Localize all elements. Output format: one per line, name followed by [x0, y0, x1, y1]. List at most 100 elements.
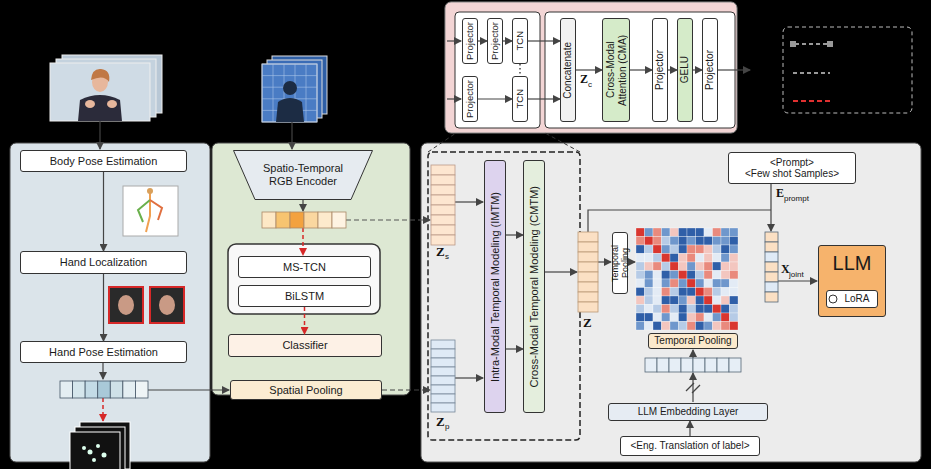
projector-box: Projector — [462, 76, 478, 122]
connector — [528, 98, 560, 99]
grid-line — [306, 64, 307, 122]
inset-box — [545, 12, 735, 128]
flow-arrow — [455, 201, 483, 202]
feature-cell — [717, 358, 729, 372]
feature-cell — [135, 381, 148, 398]
feature-cell — [693, 358, 705, 372]
flow-arrow — [778, 280, 817, 281]
trapezoid-shape — [234, 151, 373, 200]
feature-cell — [431, 225, 455, 235]
hand-shape — [118, 295, 134, 315]
heatmap-cell — [721, 279, 730, 288]
connector — [506, 348, 523, 349]
flow-arrow — [102, 363, 103, 379]
flow-arrow — [545, 271, 577, 272]
llm-box: LLMLoRA — [818, 245, 886, 317]
heatmap-cell — [721, 322, 730, 331]
heatmap-cell — [662, 296, 671, 305]
heatmap-cell — [696, 245, 705, 254]
inset-panel — [445, 2, 737, 133]
subscript-label: joint — [789, 270, 804, 279]
zoom-line — [545, 133, 580, 152]
node-text: Intra-Modal Temporal Modeling (IMTM) — [489, 192, 502, 382]
heatmap-cell — [636, 305, 645, 314]
feature-cell — [431, 215, 455, 225]
heatmap-cell — [687, 262, 696, 271]
rgb-grid — [262, 64, 317, 122]
heatmap-cell — [645, 254, 654, 263]
heatmap-cell — [687, 296, 696, 305]
heatmap-cell — [721, 237, 730, 246]
heatmap-cell — [645, 271, 654, 280]
break-mark — [686, 383, 694, 391]
heatmap-cell — [636, 288, 645, 297]
heatmap-cell — [645, 305, 654, 314]
heatmap-cell — [645, 228, 654, 237]
feature-cell — [765, 282, 778, 292]
heatmap-cell — [704, 288, 713, 297]
feature-cell — [85, 381, 98, 398]
subscript-label: c — [588, 80, 592, 89]
grid-line — [273, 64, 274, 122]
heatmap-cell — [670, 262, 679, 271]
heatmap-cell — [721, 296, 730, 305]
feature-cell — [431, 376, 455, 385]
feature-cell — [123, 381, 136, 398]
feature-cell — [578, 242, 598, 252]
hand-shape — [159, 295, 175, 315]
heatmap-cell — [636, 262, 645, 271]
heatmap-cell — [730, 305, 739, 314]
heatmap-cell — [696, 296, 705, 305]
heatmap-cell — [696, 305, 705, 314]
feature-cell — [578, 282, 598, 292]
heatmap-cell — [713, 322, 722, 331]
feature-cell — [578, 252, 598, 262]
heatmap-cell — [730, 254, 739, 263]
node-text: Classifier — [282, 339, 327, 352]
heatmap-cell — [653, 288, 662, 297]
node-text: Spatial Pooling — [269, 384, 342, 397]
heatmap-cell — [645, 288, 654, 297]
feature-cell — [657, 358, 669, 372]
encoder-trapezoid: Spatio-Temporal RGB Encoder — [233, 150, 373, 200]
adapter-box: LoRA — [826, 290, 878, 308]
signer-body — [78, 95, 122, 121]
heatmap-cell — [713, 262, 722, 271]
heatmap-cell — [730, 313, 739, 322]
rgb-frame — [262, 64, 317, 122]
node-text: Cross-Modal Attention (CMA) — [605, 21, 628, 119]
heatmap-cell — [696, 271, 705, 280]
keypoint — [88, 450, 93, 455]
heatmap-cell — [704, 271, 713, 280]
symbol-label: Z — [580, 72, 588, 87]
heatmap-cell — [653, 313, 662, 322]
node-text: TCN — [515, 89, 526, 109]
heatmap-cell — [662, 237, 671, 246]
heatmap-cell — [721, 305, 730, 314]
flow-arrow — [447, 98, 461, 99]
feature-cell — [431, 175, 455, 185]
module-group — [428, 152, 580, 440]
symbol-label: Z — [583, 315, 592, 331]
feature-cell — [431, 205, 455, 215]
heatmap-cell — [687, 271, 696, 280]
pose-panel — [10, 143, 210, 462]
heatmap-cell — [687, 313, 696, 322]
heatmap-cell — [713, 245, 722, 254]
heatmap-cell — [679, 296, 688, 305]
heatmap-cell — [645, 245, 654, 254]
input-box: <Eng. Translation of label> — [620, 436, 760, 456]
heatmap-cell — [687, 322, 696, 331]
heatmap-cell — [713, 305, 722, 314]
heatmap-cell — [730, 262, 739, 271]
feature-cell — [431, 394, 455, 403]
feature-cell — [578, 232, 598, 242]
subscript-label: s — [445, 252, 449, 261]
feature-cell — [578, 292, 598, 302]
heatmap-cell — [653, 245, 662, 254]
grid-line — [262, 64, 317, 65]
connector — [478, 98, 512, 99]
node-text: Body Pose Estimation — [50, 155, 158, 168]
node-text: LoRA — [844, 293, 869, 305]
